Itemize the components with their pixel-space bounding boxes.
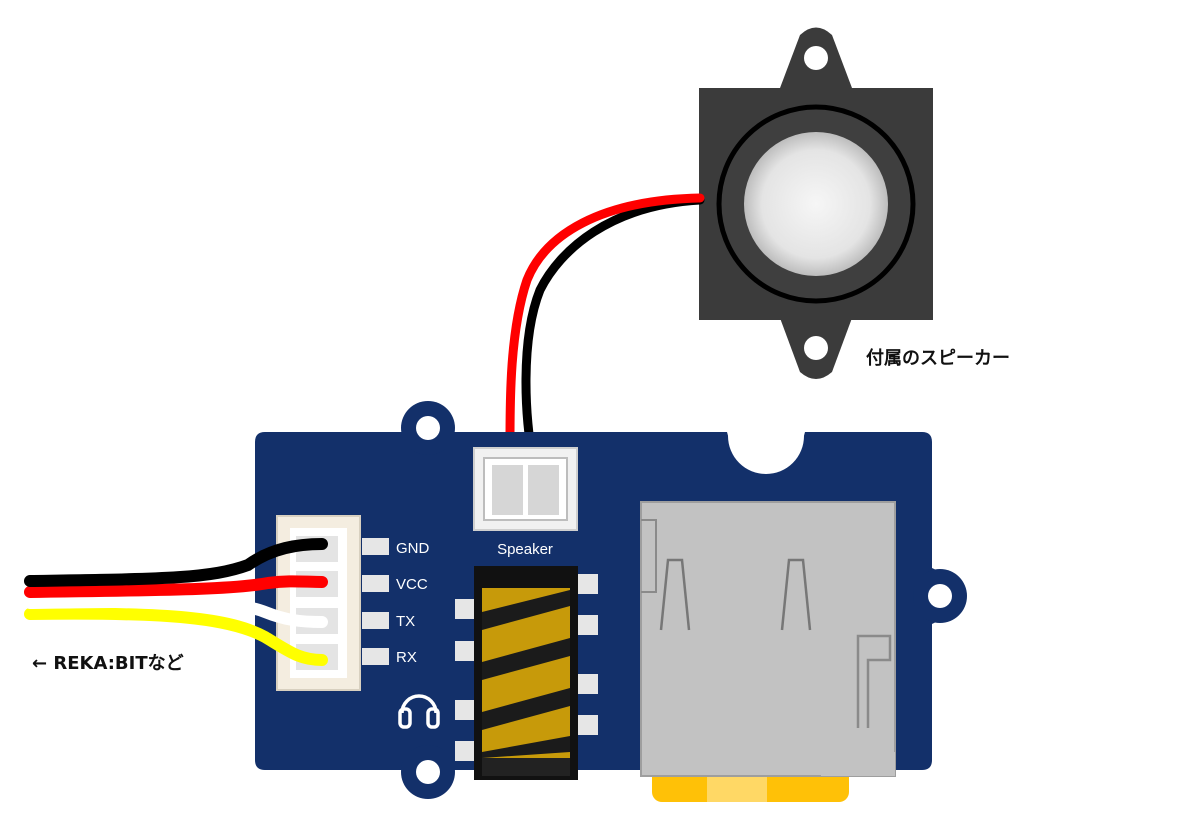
wire-white [24, 595, 328, 628]
pin-label-tx: TX [396, 613, 415, 630]
speaker-caption: 付属のスピーカー [866, 347, 1010, 369]
board-hole-right [928, 584, 952, 608]
pin-label-rx: RX [396, 649, 417, 666]
headphone-icon [398, 694, 440, 729]
speaker-connector [473, 447, 578, 531]
cable-caption: ← REKA:BITなど [32, 653, 184, 674]
speaker-bottom-hole [804, 336, 828, 360]
speaker-cone [744, 132, 888, 276]
speaker-top-hole [804, 46, 828, 70]
audio-jack [455, 566, 598, 780]
speaker [699, 27, 933, 379]
pin-pads [362, 538, 389, 665]
pin-label-gnd: GND [396, 540, 430, 557]
grove-cable [24, 538, 328, 666]
board-hole-bottom [416, 760, 440, 784]
wire-yellow [24, 607, 328, 666]
board-notch-top [728, 398, 804, 474]
wire-red [24, 575, 328, 598]
board-hole-top [416, 416, 440, 440]
speaker-connector-label: Speaker [497, 541, 553, 558]
pin-label-vcc: VCC [396, 576, 428, 593]
wire-black [24, 538, 328, 587]
sd-card-slot [640, 501, 896, 802]
